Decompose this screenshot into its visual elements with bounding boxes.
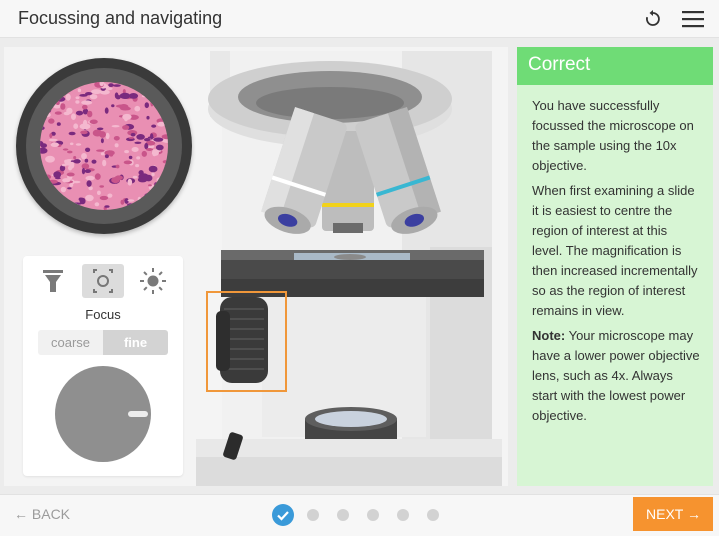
next-label: NEXT [646,506,684,522]
sample-view-inner [26,68,182,224]
tissue-sample-image [40,82,168,210]
feedback-body: You have successfully focussed the micro… [517,85,713,426]
feedback-note: Note: Your microscope may have a lower p… [532,326,701,426]
feedback-panel: Correct You have successfully focussed t… [517,47,713,486]
step-dot[interactable] [337,509,349,521]
focus-knob-highlight[interactable] [206,291,287,392]
step-dot[interactable] [397,509,409,521]
back-label: BACK [31,506,71,522]
feedback-heading: Correct [517,47,713,85]
header-bar: Focussing and navigating [0,0,719,38]
page-title: Focussing and navigating [18,8,223,28]
objective-icon[interactable] [32,264,74,298]
reset-icon[interactable] [642,8,664,30]
footer-bar: ← BACK NEXT → [0,494,719,536]
check-icon [277,511,289,521]
step-dot[interactable] [307,509,319,521]
focus-icon[interactable] [82,264,124,298]
knob-marker [128,411,148,417]
focus-label: Focus [85,307,121,322]
sample-view [16,58,192,234]
control-panel: Focus coarse fine [23,256,183,476]
light-icon[interactable] [132,264,174,298]
coarse-toggle[interactable]: coarse [38,330,103,355]
note-text: Your microscope may have a lower power o… [532,328,700,423]
arrow-left-icon: ← [14,506,28,522]
next-button[interactable]: NEXT → [633,497,713,531]
focus-knob[interactable] [55,366,151,462]
back-button[interactable]: ← BACK [14,506,70,522]
feedback-paragraph: You have successfully focussed the micro… [532,98,694,173]
note-label: Note: [532,328,566,343]
microscope-illustration [196,51,502,486]
arrow-right-icon: → [686,506,701,522]
step-dot-complete[interactable] [272,504,294,526]
step-dot[interactable] [427,509,439,521]
step-dot[interactable] [367,509,379,521]
menu-icon[interactable] [682,10,704,28]
feedback-paragraph: When first examining a slide it is easie… [532,183,698,318]
fine-toggle[interactable]: fine [103,330,168,355]
